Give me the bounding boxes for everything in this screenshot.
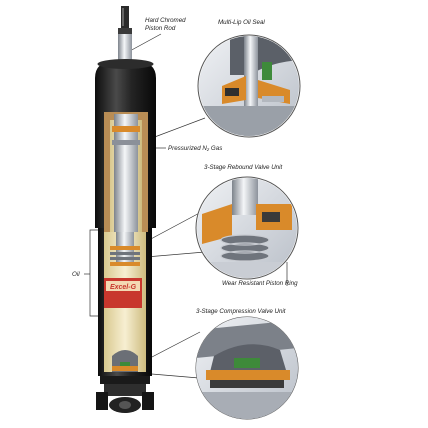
callout-labels: Hard Chromed Piston Rod Multi-Lip Oil Se… bbox=[72, 17, 298, 315]
label-piston-rod-line2: Piston Rod bbox=[145, 25, 176, 32]
cutaway-upper bbox=[104, 112, 148, 234]
label-piston-rod-line1: Hard Chromed bbox=[145, 17, 186, 24]
brand-logo: Excel-G bbox=[110, 284, 137, 291]
label-oil-seal: Multi-Lip Oil Seal bbox=[218, 19, 265, 26]
label-piston-ring: Wear Resistant Piston Ring bbox=[222, 280, 298, 287]
shock-absorber: Excel-G bbox=[95, 6, 156, 413]
label-oil: Oil bbox=[72, 271, 80, 278]
label-gas: Pressurized N₂ Gas bbox=[168, 145, 222, 152]
label-rebound-valve: 3-Stage Rebound Valve Unit bbox=[204, 164, 282, 171]
detail-bubble-rebound-valve bbox=[195, 176, 299, 280]
detail-bubble-oil-seal bbox=[197, 34, 301, 138]
bottom-mount bbox=[96, 376, 154, 413]
detail-bubble-compression-valve bbox=[195, 316, 299, 420]
cutaway-lower: Excel-G bbox=[104, 232, 146, 372]
label-compression-valve: 3-Stage Compression Valve Unit bbox=[196, 308, 286, 315]
top-stud bbox=[121, 6, 129, 28]
